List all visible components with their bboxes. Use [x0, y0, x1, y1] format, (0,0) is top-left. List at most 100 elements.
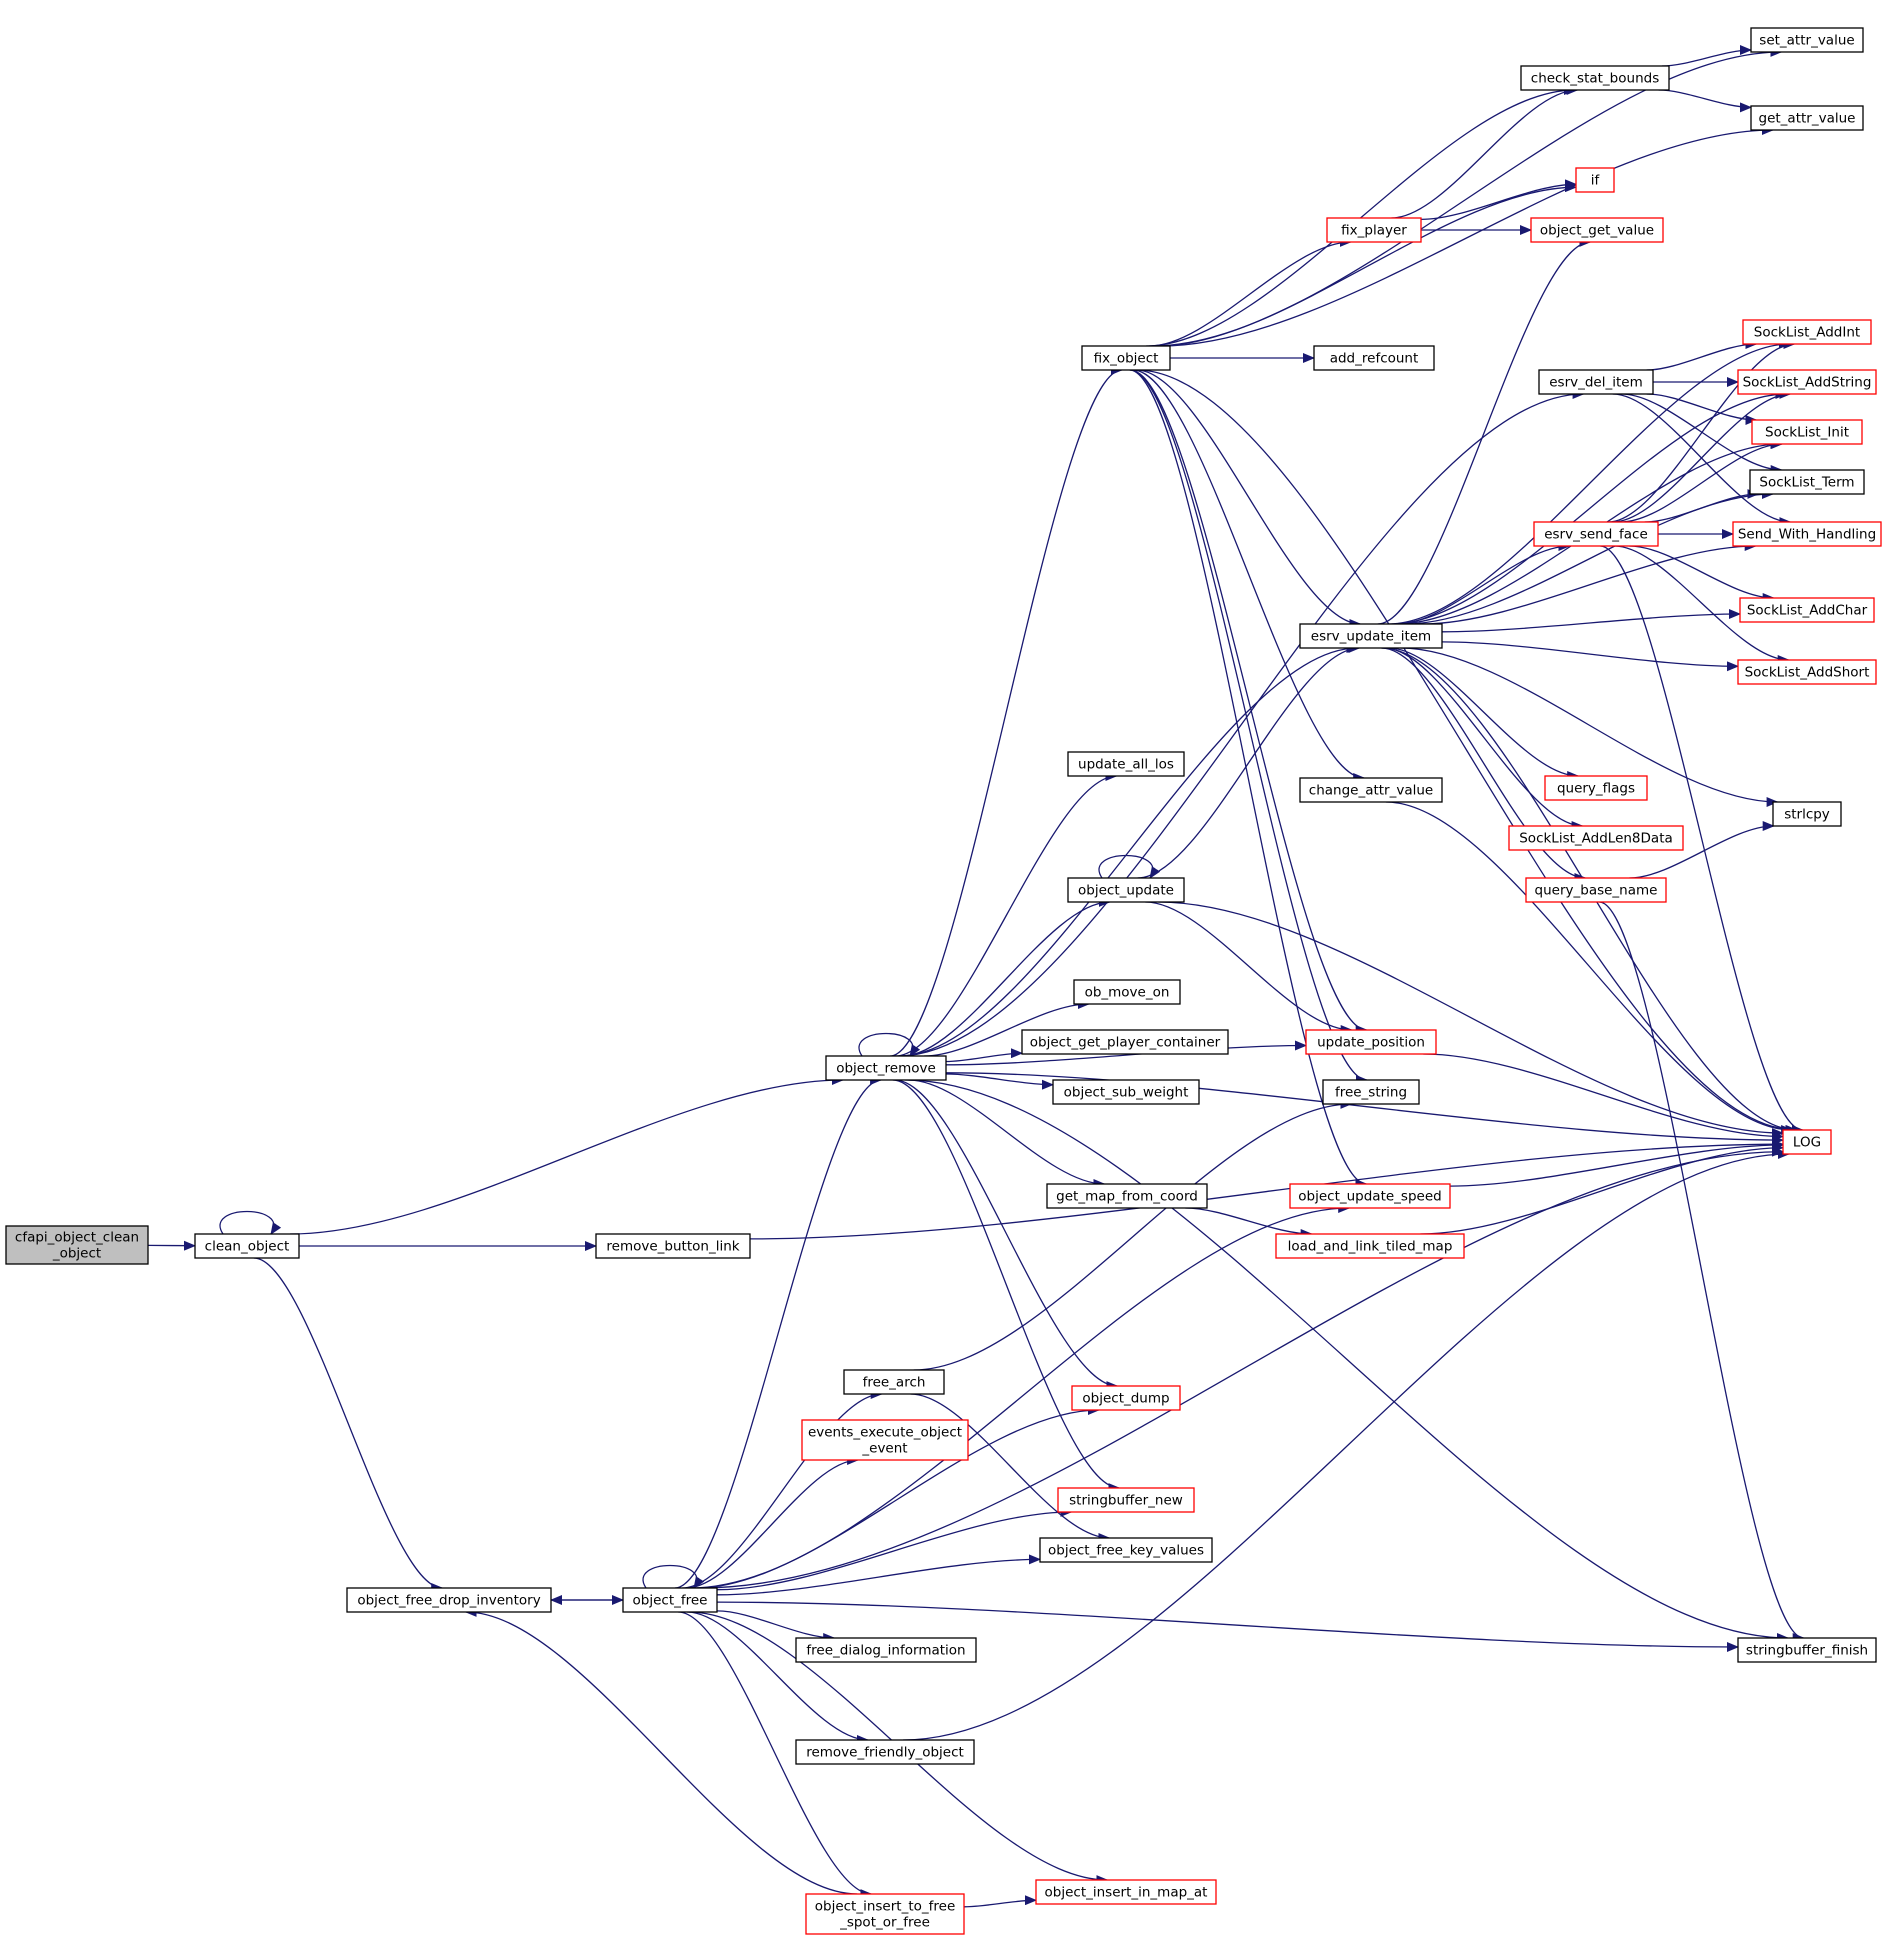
node-esrv_send_face[interactable]: esrv_send_face — [1533, 521, 1659, 547]
node-stringbuffer_new[interactable]: stringbuffer_new — [1057, 1487, 1195, 1513]
node-strlcpy[interactable]: strlcpy — [1772, 801, 1842, 827]
edge-object_remove-to-LOG — [945, 1072, 1784, 1146]
node-object_get_value[interactable]: object_get_value — [1530, 217, 1664, 243]
node-label: object_update — [1078, 882, 1174, 898]
node-label: fix_object — [1094, 350, 1159, 366]
node-label: object_free_drop_inventory — [357, 1592, 540, 1608]
node-label: object_dump — [1082, 1390, 1169, 1406]
edge-object_free-to-object_free_key_values — [716, 1554, 1041, 1596]
node-label: object_insert_to_free — [815, 1898, 956, 1914]
node-object_update_speed[interactable]: object_update_speed — [1289, 1183, 1451, 1209]
node-esrv_del_item[interactable]: esrv_del_item — [1538, 369, 1654, 395]
node-fix_player[interactable]: fix_player — [1326, 217, 1422, 243]
node-events_execute_object_event[interactable]: events_execute_object_event — [801, 1419, 969, 1461]
node-label: ob_move_on — [1085, 984, 1170, 1000]
node-query_base_name[interactable]: query_base_name — [1525, 877, 1667, 903]
node-Send_With_Handling[interactable]: Send_With_Handling — [1732, 521, 1882, 547]
node-label: remove_button_link — [606, 1238, 739, 1254]
node-free_string[interactable]: free_string — [1322, 1079, 1420, 1105]
edge-object_free-to-object_dump — [697, 1405, 1100, 1589]
edge-load_and_link_tiled_map-to-LOG — [1420, 1142, 1784, 1235]
node-load_and_link_tiled_map[interactable]: load_and_link_tiled_map — [1275, 1233, 1465, 1259]
edge-esrv_send_face-to-SockList_AddInt — [1608, 339, 1796, 523]
node-free_dialog_information[interactable]: free_dialog_information — [795, 1637, 977, 1663]
edge-object_update_speed-to-LOG — [1449, 1140, 1784, 1187]
node-add_refcount[interactable]: add_refcount — [1313, 345, 1435, 371]
edge-object_insert_to_free_spot_or_free-to-object_free_drop_inventory — [464, 1607, 858, 1895]
node-box — [1322, 1079, 1420, 1105]
node-esrv_update_item[interactable]: esrv_update_item — [1299, 623, 1443, 649]
node-box — [1508, 825, 1684, 851]
node-label: update_all_los — [1078, 756, 1174, 772]
node-box — [1737, 1637, 1877, 1663]
node-label: _spot_or_free — [839, 1914, 930, 1930]
node-box — [1326, 217, 1422, 243]
edge-remove_button_link-to-LOG — [749, 1139, 1784, 1240]
node-set_attr_value[interactable]: set_attr_value — [1750, 27, 1864, 53]
edge-object_remove-to-object_get_player_container — [945, 1048, 1023, 1063]
node-object_update[interactable]: object_update — [1067, 877, 1185, 903]
node-object_dump[interactable]: object_dump — [1071, 1385, 1181, 1411]
edge-object_free-to-stringbuffer_finish — [716, 1601, 1739, 1652]
node-box — [1275, 1233, 1465, 1259]
node-object_insert_in_map_at[interactable]: object_insert_in_map_at — [1035, 1879, 1217, 1905]
node-free_arch[interactable]: free_arch — [843, 1369, 945, 1395]
node-get_attr_value[interactable]: get_attr_value — [1750, 105, 1864, 131]
node-label: object_insert_in_map_at — [1045, 1884, 1208, 1900]
node-label: SockList_AddChar — [1747, 602, 1868, 618]
node-check_stat_bounds[interactable]: check_stat_bounds — [1520, 65, 1670, 91]
edge-object_remove-to-object_update — [902, 897, 1111, 1057]
edge-esrv_send_face-to-LOG — [1600, 545, 1804, 1135]
node-object_free_key_values[interactable]: object_free_key_values — [1039, 1537, 1213, 1563]
edges-layer — [147, 45, 1805, 1908]
node-label: esrv_del_item — [1549, 374, 1643, 390]
edge-clean_object-to-object_free_drop_inventory — [253, 1257, 444, 1593]
node-SockList_AddInt[interactable]: SockList_AddInt — [1742, 319, 1872, 345]
node-box — [1035, 1879, 1217, 1905]
edge-fix_object-to-get_attr_value — [1159, 125, 1774, 347]
node-ob_move_on[interactable]: ob_move_on — [1073, 979, 1181, 1005]
node-object_free_drop_inventory[interactable]: object_free_drop_inventory — [346, 1587, 552, 1613]
node-if[interactable]: if — [1575, 167, 1615, 193]
node-object_insert_to_free_spot_or_free[interactable]: object_insert_to_free_spot_or_free — [805, 1893, 965, 1935]
node-update_position[interactable]: update_position — [1305, 1029, 1437, 1055]
node-object_remove[interactable]: object_remove — [825, 1055, 947, 1081]
edge-fix_object-to-if — [1157, 182, 1577, 347]
edge-esrv_update_item-to-SockList_Term — [1404, 489, 1774, 625]
edge-object_remove-to-stringbuffer_finish — [904, 1079, 1789, 1643]
node-SockList_Init[interactable]: SockList_Init — [1751, 419, 1863, 445]
node-label: fix_player — [1341, 222, 1407, 238]
node-SockList_AddShort[interactable]: SockList_AddShort — [1737, 659, 1877, 685]
node-SockList_AddChar[interactable]: SockList_AddChar — [1739, 597, 1875, 623]
node-box — [1737, 659, 1877, 685]
node-remove_friendly_object[interactable]: remove_friendly_object — [795, 1739, 975, 1765]
node-stringbuffer_finish[interactable]: stringbuffer_finish — [1737, 1637, 1877, 1663]
node-remove_button_link[interactable]: remove_button_link — [595, 1233, 751, 1259]
node-label: SockList_Init — [1765, 424, 1849, 440]
node-SockList_AddLen8Data[interactable]: SockList_AddLen8Data — [1508, 825, 1684, 851]
node-box — [1538, 369, 1654, 395]
node-LOG[interactable]: LOG — [1782, 1129, 1832, 1155]
node-object_get_player_container[interactable]: object_get_player_container — [1021, 1029, 1229, 1055]
edge-object_free-to-object_free — [642, 1564, 705, 1589]
node-SockList_AddString[interactable]: SockList_AddString — [1737, 369, 1877, 395]
edge-object_update-to-update_position — [1145, 901, 1353, 1035]
node-label: object_free_key_values — [1048, 1542, 1204, 1558]
node-get_map_from_coord[interactable]: get_map_from_coord — [1046, 1183, 1208, 1209]
node-object_free[interactable]: object_free — [622, 1587, 718, 1613]
node-SockList_Term[interactable]: SockList_Term — [1749, 469, 1865, 495]
node-query_flags[interactable]: query_flags — [1544, 775, 1648, 801]
node-change_attr_value[interactable]: change_attr_value — [1299, 777, 1443, 803]
node-box — [843, 1369, 945, 1395]
node-object_sub_weight[interactable]: object_sub_weight — [1052, 1079, 1200, 1105]
node-box — [1533, 521, 1659, 547]
edge-object_free-to-stringbuffer_new — [716, 1507, 1073, 1591]
node-label: set_attr_value — [1759, 32, 1854, 48]
node-label: SockList_AddString — [1743, 374, 1872, 390]
node-update_all_los[interactable]: update_all_los — [1067, 751, 1185, 777]
node-cfapi[interactable]: cfapi_object_clean_object — [5, 1225, 149, 1265]
node-label: Send_With_Handling — [1738, 526, 1876, 542]
node-clean_object[interactable]: clean_object — [194, 1233, 300, 1259]
node-fix_object[interactable]: fix_object — [1081, 345, 1171, 371]
